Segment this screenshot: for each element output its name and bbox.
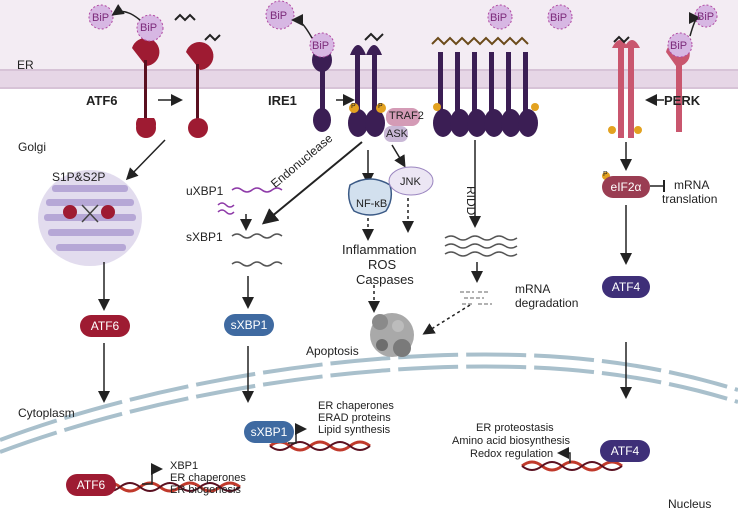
ire1-monomer [312, 48, 332, 132]
sxbp1-mrna [231, 261, 283, 267]
bip-label-free-1: BiP [490, 12, 508, 24]
sxbp1-nuclear-pill: sXBP1 [244, 421, 294, 443]
phospho-label-2: P [378, 103, 383, 110]
s1p-s2p-label: S1P&S2P [52, 170, 106, 184]
bip-label-atf6-free: BiP [92, 12, 110, 24]
uxbp1-mrna [231, 187, 283, 193]
atf6-sensor-label: ATF6 [86, 93, 118, 108]
dna-xbp1 [269, 440, 371, 452]
bip-free-1 [487, 4, 513, 30]
eif2a-pill: eIF2α [602, 176, 650, 198]
translation-label-2: translation [662, 192, 718, 206]
nfkb-shape [347, 178, 393, 216]
outcome-ros: ROS [368, 257, 397, 272]
atf6-target-2: ER chaperones [170, 472, 246, 484]
golgi-label: Golgi [18, 140, 47, 154]
atf4-pill: ATF4 [602, 276, 650, 298]
sxbp1-protein-pill: sXBP1 [224, 314, 274, 336]
mrna-degradation-label-1: mRNA [515, 282, 551, 296]
apoptosis-label: Apoptosis [306, 344, 359, 358]
ire1-oligomer [433, 52, 538, 137]
phospho-label-eif2a: P [603, 171, 608, 178]
bip-label-perk-free: BiP [697, 11, 715, 23]
bip-label-ire1: BiP [312, 40, 330, 52]
er-membrane [0, 70, 738, 88]
atf6-target-1: XBP1 [170, 460, 199, 472]
unfolded-protein-2 [204, 33, 221, 42]
bip-ire1-bound [309, 32, 335, 58]
jnk-shape [388, 166, 434, 196]
uxbp1-label: uXBP1 [186, 184, 224, 198]
er-label: ER [17, 58, 34, 72]
golgi-apparatus [38, 170, 142, 266]
xbp1-target-3: Lipid synthesis [318, 424, 391, 436]
phospho-label-1: P [351, 103, 356, 110]
mrna-degradation-label-2: degradation [515, 296, 579, 310]
bip-label-perk: BiP [670, 40, 688, 52]
atf4-target-1: ER proteostasis [476, 422, 554, 434]
traf2-box [386, 108, 420, 126]
ask-label: ASK [386, 128, 409, 140]
nuclear-envelope-inner [0, 364, 738, 454]
ire1-sensor-label: IRE1 [268, 93, 297, 108]
atf4-nuclear-pill: ATF4 [600, 440, 650, 462]
ask-box [384, 126, 408, 142]
nucleus-label: Nucleus [668, 497, 712, 511]
bip-label-ire1-free: BiP [270, 10, 288, 22]
xbp1-target-2: ERAD proteins [318, 412, 391, 424]
bip-atf6-released [88, 4, 114, 30]
jnk-label: JNK [400, 176, 421, 188]
cytoplasm-label: Cytoplasm [18, 406, 75, 420]
dna-atf6 [99, 481, 241, 493]
bip-atf6-bound [136, 14, 164, 42]
outcome-inflammation: Inflammation [342, 242, 417, 257]
outcome-caspases: Caspases [356, 272, 414, 287]
atf4-target-3: Redox regulation [470, 448, 554, 460]
bip-free-2 [547, 4, 573, 30]
nuclear-envelope-outer [0, 352, 738, 442]
bip-perk-bound [667, 32, 693, 58]
ridd-label: RIDD [464, 186, 478, 216]
atf6-cleaved-pill: ATF6 [80, 315, 130, 337]
translation-label-1: mRNA [674, 178, 710, 192]
xbp1-target-1: ER chaperones [318, 400, 394, 412]
perk-sensor-label: PERK [664, 93, 701, 108]
dna-atf4 [521, 460, 623, 472]
apoptotic-cell [370, 313, 414, 357]
atf6-nuclear-pill: ATF6 [66, 474, 116, 496]
atf6-sensor-free [186, 42, 214, 138]
degraded-mrna [460, 291, 492, 305]
ire1-dimer [348, 45, 385, 137]
atf4-target-2: Amino acid biosynthesis [452, 435, 571, 447]
ridd-mrna [444, 235, 518, 241]
sxbp1-mrna-label: sXBP1 [186, 230, 223, 244]
atf6-sensor-bound [132, 38, 160, 138]
atf6-target-3: ER biogenesis [170, 484, 241, 496]
bip-label-atf6: BiP [140, 22, 158, 34]
traf2-label: TRAF2 [389, 110, 424, 122]
unfolded-protein-1 [174, 13, 196, 22]
bip-label-free-2: BiP [550, 12, 568, 24]
nfkb-label: NF-κB [356, 198, 388, 210]
